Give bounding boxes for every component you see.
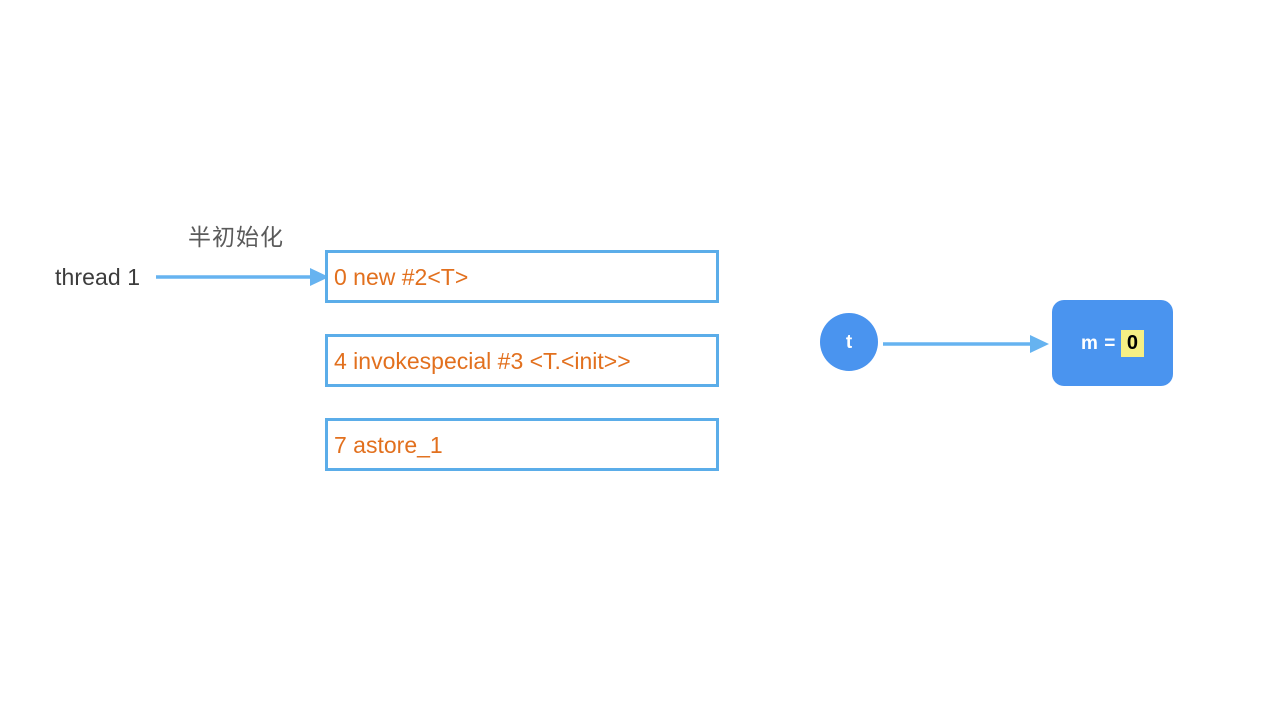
thread-to-bytecode-arrow [156,268,329,286]
bytecode-instruction-text: 0 new #2<T> [334,263,469,290]
heap-object-node[interactable]: m = 0 [1052,300,1173,386]
object-field-name: m = [1081,332,1116,354]
object-field: m = 0 [1081,329,1144,357]
bytecode-instruction-box[interactable]: 0 new #2<T> [325,250,719,303]
object-field-value: 0 [1120,329,1144,357]
bytecode-instruction-box[interactable]: 4 invokespecial #3 <T.<init>> [325,334,719,387]
bytecode-instruction-text: 4 invokespecial #3 <T.<init>> [334,347,631,374]
bytecode-instruction-box[interactable]: 7 astore_1 [325,418,719,471]
reference-variable-node[interactable]: t [820,313,878,371]
bytecode-instruction-text: 7 astore_1 [334,431,443,458]
thread-label: thread 1 [55,264,141,290]
half-initialization-annotation: 半初始化 [188,224,284,250]
reference-variable-label: t [845,331,853,353]
reference-to-object-arrow [883,335,1049,353]
